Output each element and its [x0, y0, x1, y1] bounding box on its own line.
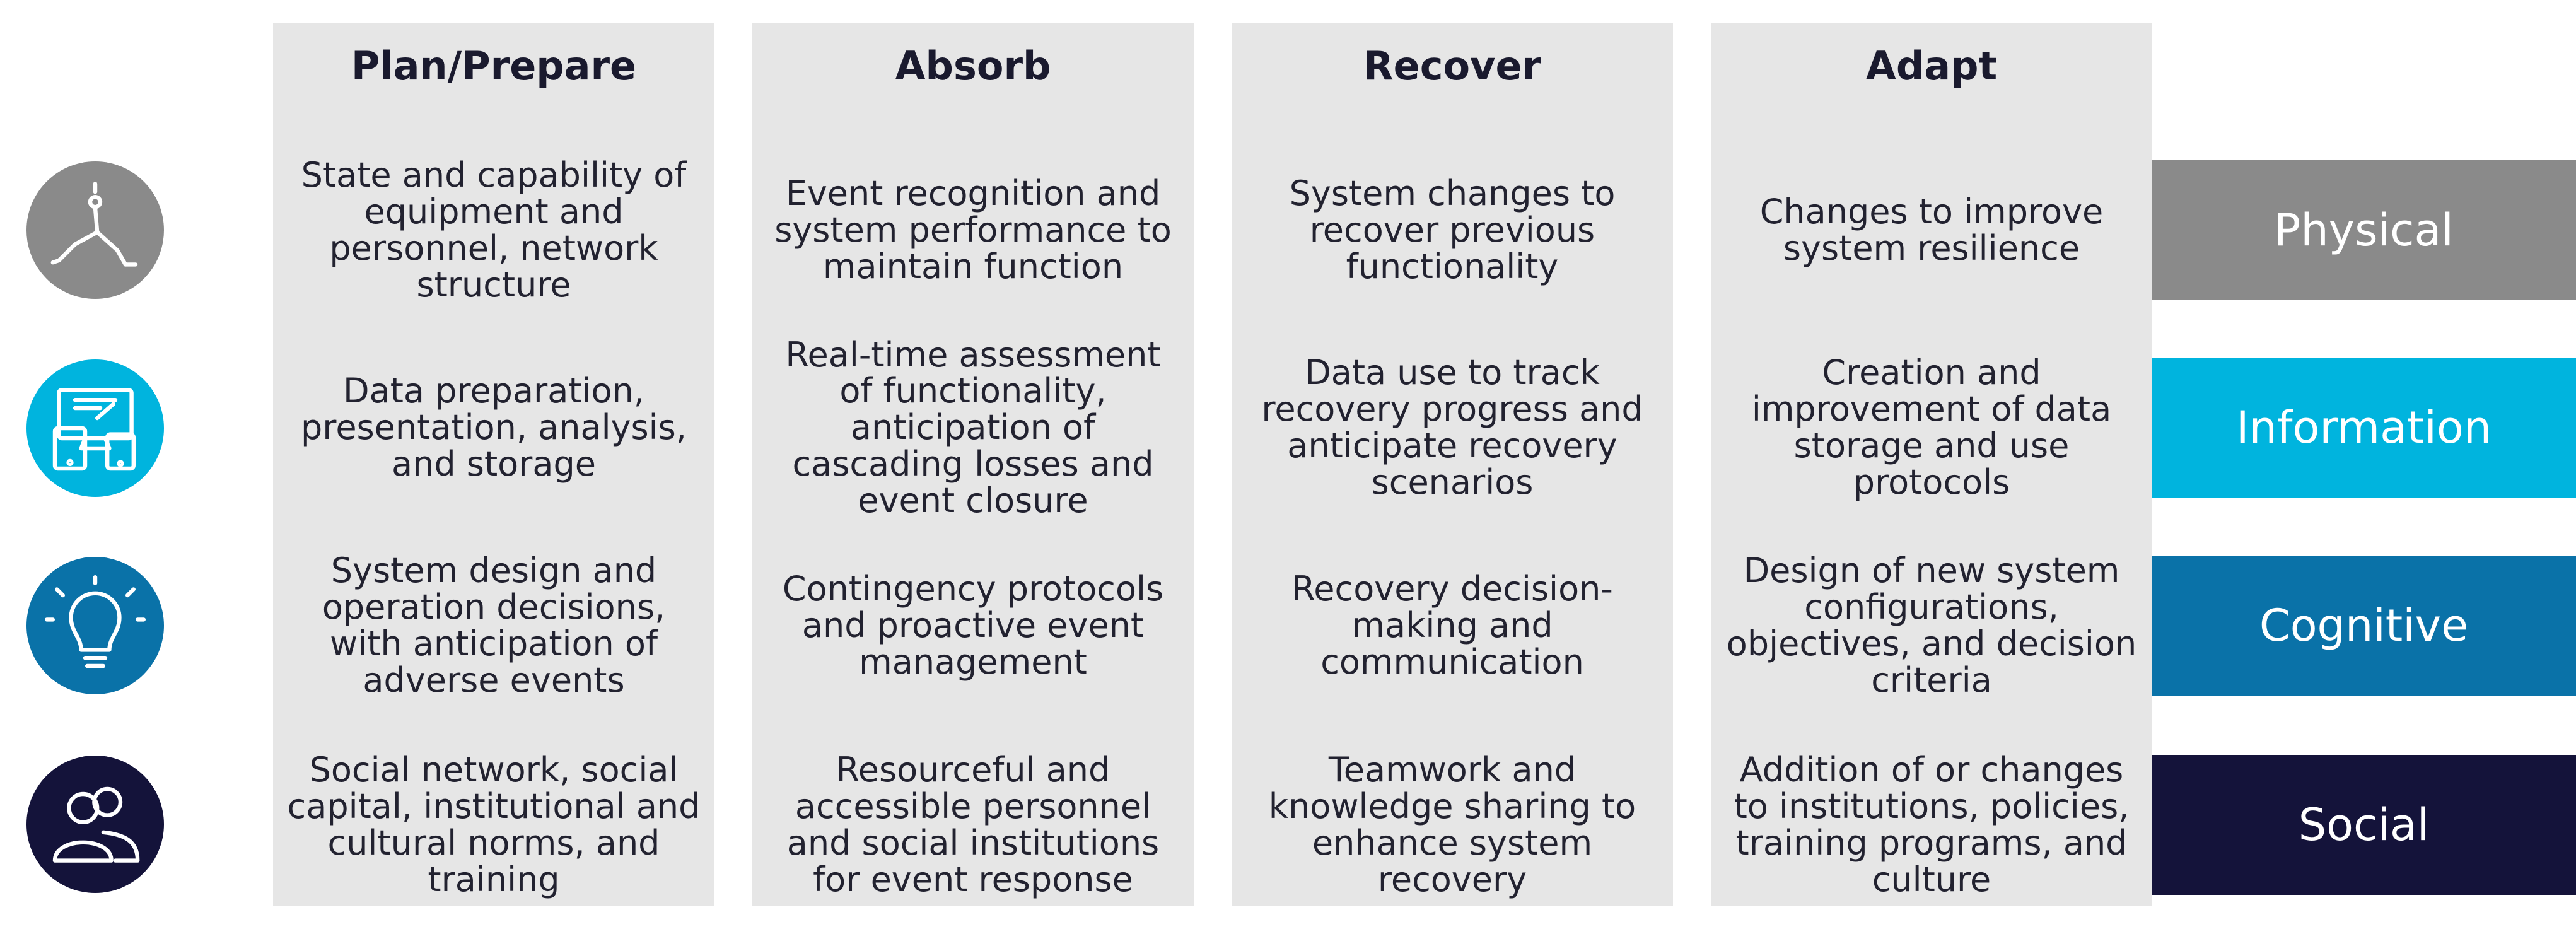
column-header-absorb: Absorb	[895, 43, 1051, 89]
cell-recover-information: Data use to track recovery progress and …	[1261, 353, 1643, 502]
cell-recover-social: Teamwork and knowledge sharing to enhanc…	[1268, 750, 1636, 899]
cell-absorb-cognitive: Contingency protocols and proactive even…	[782, 569, 1164, 682]
cell-adapt-social: Addition of or changes to institutions, …	[1734, 750, 2130, 899]
cell-plan-prepare-physical: State and capability of equipment and pe…	[301, 155, 687, 305]
cell-recover-cognitive: Recovery decision-making and communicati…	[1291, 569, 1613, 682]
column-bg-adapt	[1711, 23, 2152, 906]
yoga-pose-icon	[26, 161, 164, 299]
row-label-cognitive: Cognitive	[2152, 556, 2576, 696]
cell-plan-prepare-social: Social network, social capital, institut…	[287, 750, 701, 899]
column-bg-absorb	[752, 23, 1194, 906]
people-icon	[26, 756, 164, 893]
devices-icon	[26, 359, 164, 497]
cell-recover-physical: System changes to recover previous funct…	[1289, 173, 1616, 286]
column-bg-plan-prepare	[273, 23, 714, 906]
cell-adapt-information: Creation and improvement of data storage…	[1751, 353, 2112, 502]
column-header-adapt: Adapt	[1865, 43, 1998, 89]
cell-absorb-physical: Event recognition and system performance…	[774, 173, 1172, 286]
column-header-plan-prepare: Plan/Prepare	[351, 43, 637, 89]
column-bg-recover	[1232, 23, 1673, 906]
cell-adapt-physical: Changes to improve system resilience	[1759, 192, 2104, 268]
cell-absorb-information: Real-time assessment of functionality, a…	[785, 334, 1161, 520]
row-label-information: Information	[2152, 358, 2576, 498]
lightbulb-icon	[26, 557, 164, 694]
column-header-recover: Recover	[1363, 43, 1542, 89]
row-label-physical: Physical	[2152, 160, 2576, 300]
cell-plan-prepare-cognitive: System design and operation decisions, w…	[322, 551, 666, 700]
cell-adapt-cognitive: Design of new system configurations, obj…	[1726, 551, 2137, 700]
row-label-social: Social	[2152, 755, 2576, 895]
cell-absorb-social: Resourceful and accessible personnel and…	[786, 750, 1160, 899]
cell-plan-prepare-information: Data preparation, presentation, analysis…	[301, 371, 687, 484]
